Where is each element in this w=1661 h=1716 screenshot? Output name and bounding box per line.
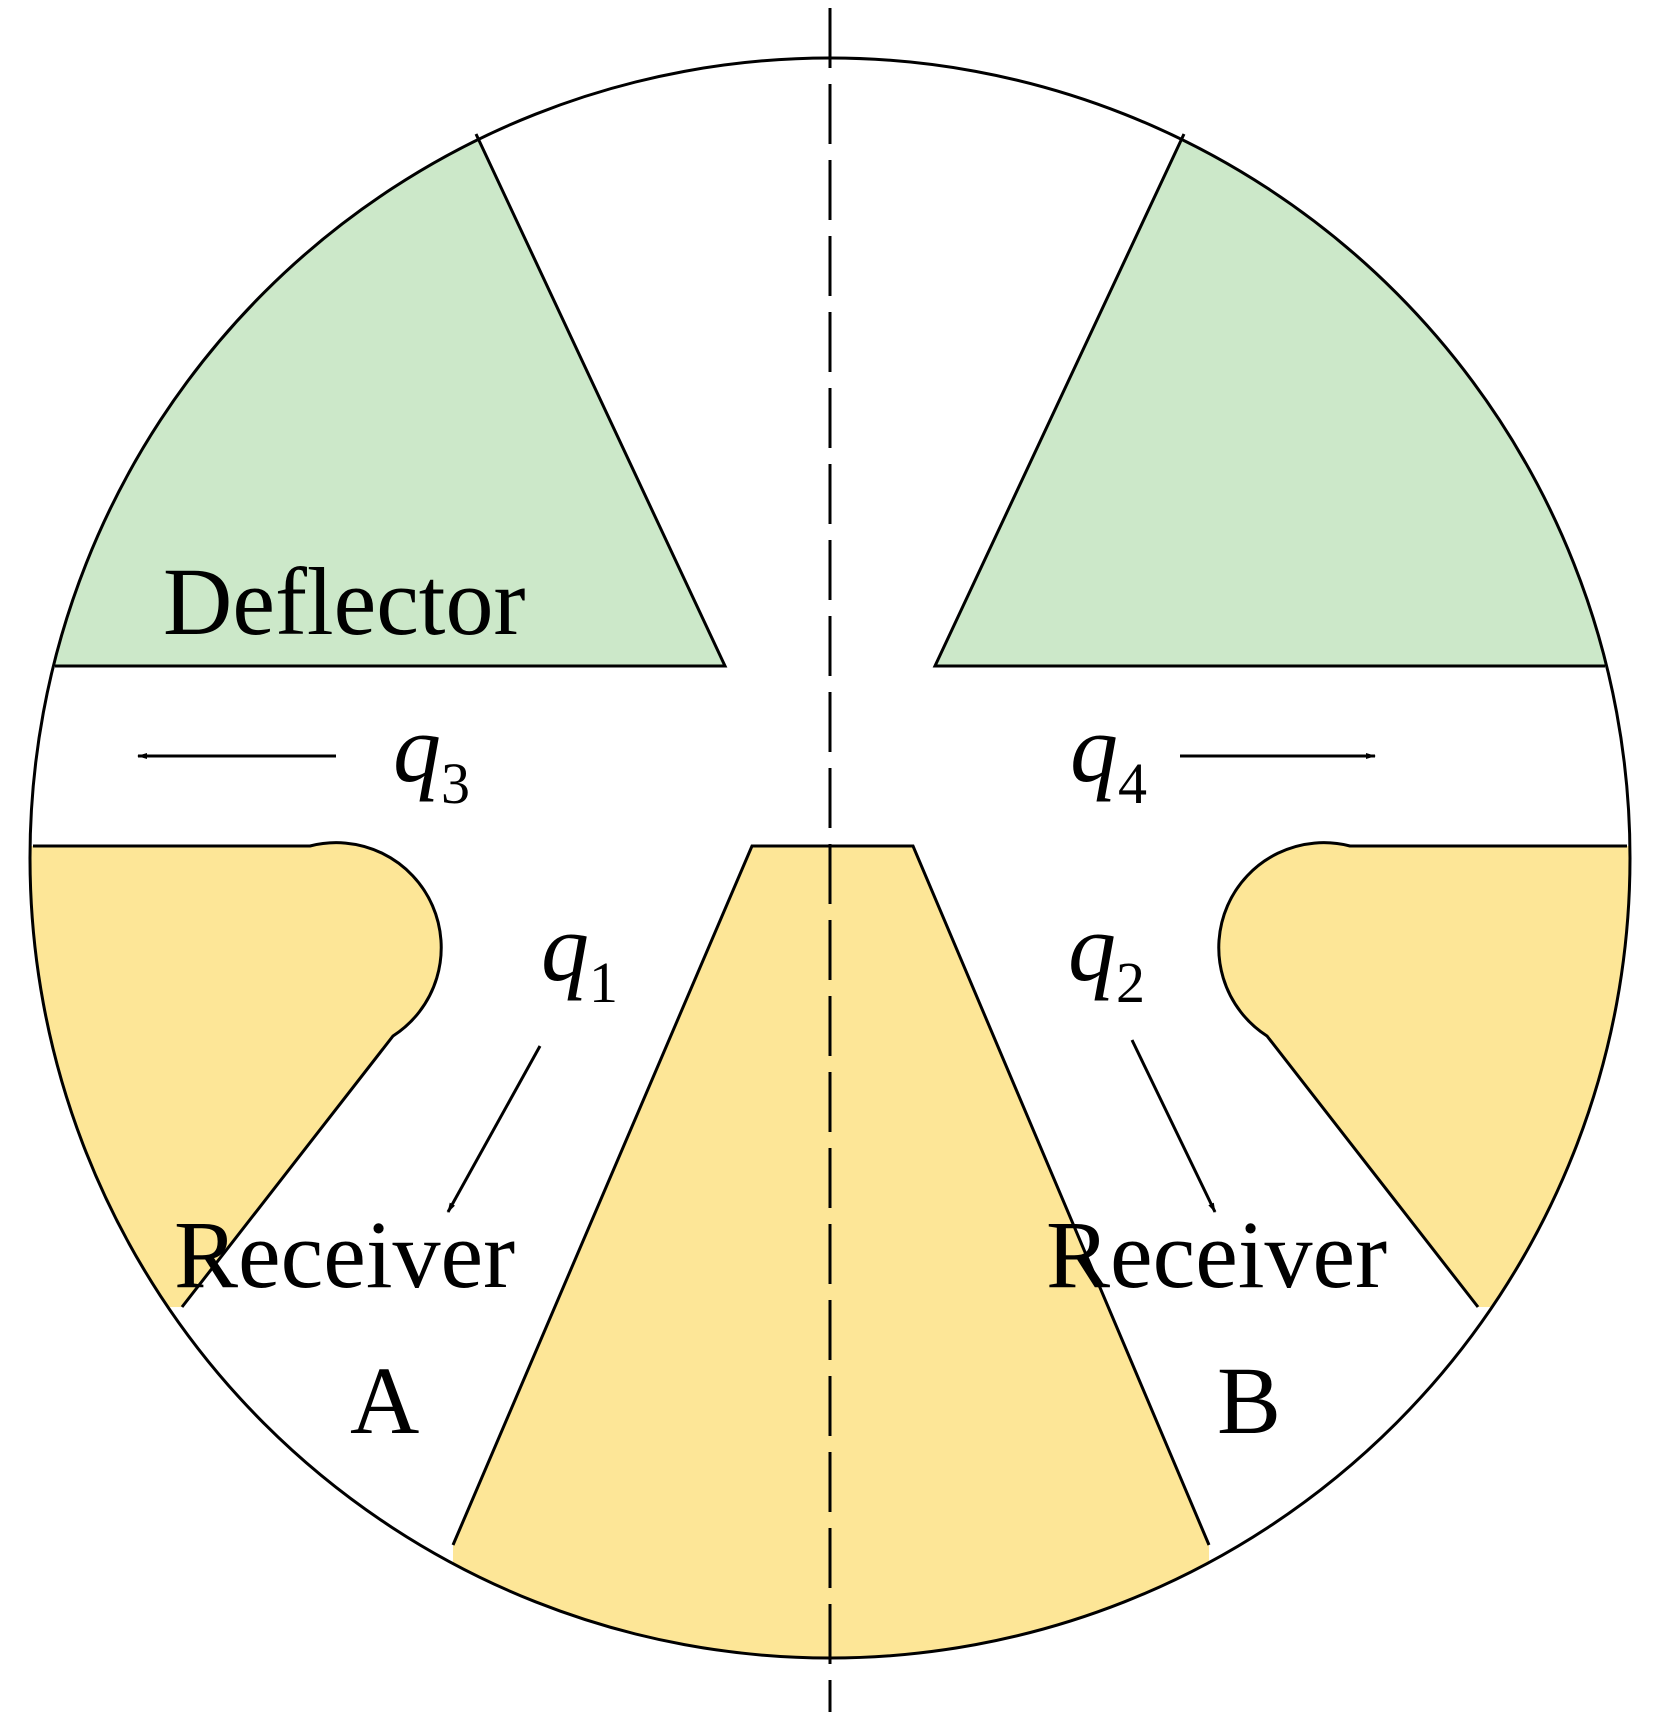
receiver-right-outer-edge [1217, 841, 1627, 1308]
q2-symbol: q [1068, 894, 1116, 1001]
q2-subscript: 2 [1116, 950, 1145, 1015]
receiver-left-outer [30, 842, 442, 1307]
deflector-right-edge [932, 133, 1605, 668]
receiver-b-letter: B [1217, 1347, 1281, 1454]
deflector-label: Deflector [163, 548, 525, 655]
q3-label: q3 [393, 695, 470, 816]
deflector-left-edge [55, 133, 728, 668]
q4-label: q4 [1070, 695, 1147, 816]
q2-label: q2 [1068, 894, 1145, 1015]
q4-subscript: 4 [1118, 751, 1147, 816]
receiver-b-word: Receiver [1046, 1201, 1387, 1308]
q1-symbol: q [541, 894, 589, 1001]
receiver-center-edge [451, 844, 1211, 1546]
q1-subscript: 1 [589, 950, 618, 1015]
receiver-left-outer-edge [33, 841, 443, 1308]
q1-label: q1 [541, 894, 618, 1015]
receiver-a-word: Receiver [174, 1201, 515, 1308]
receiver-right-outer [1218, 842, 1630, 1307]
q2-arrow [1130, 1039, 1217, 1213]
q3-symbol: q [393, 695, 441, 802]
q3-subscript: 3 [441, 751, 470, 816]
q4-symbol: q [1070, 695, 1118, 802]
q1-arrow [446, 1045, 542, 1213]
receiver-a-letter: A [350, 1347, 419, 1454]
